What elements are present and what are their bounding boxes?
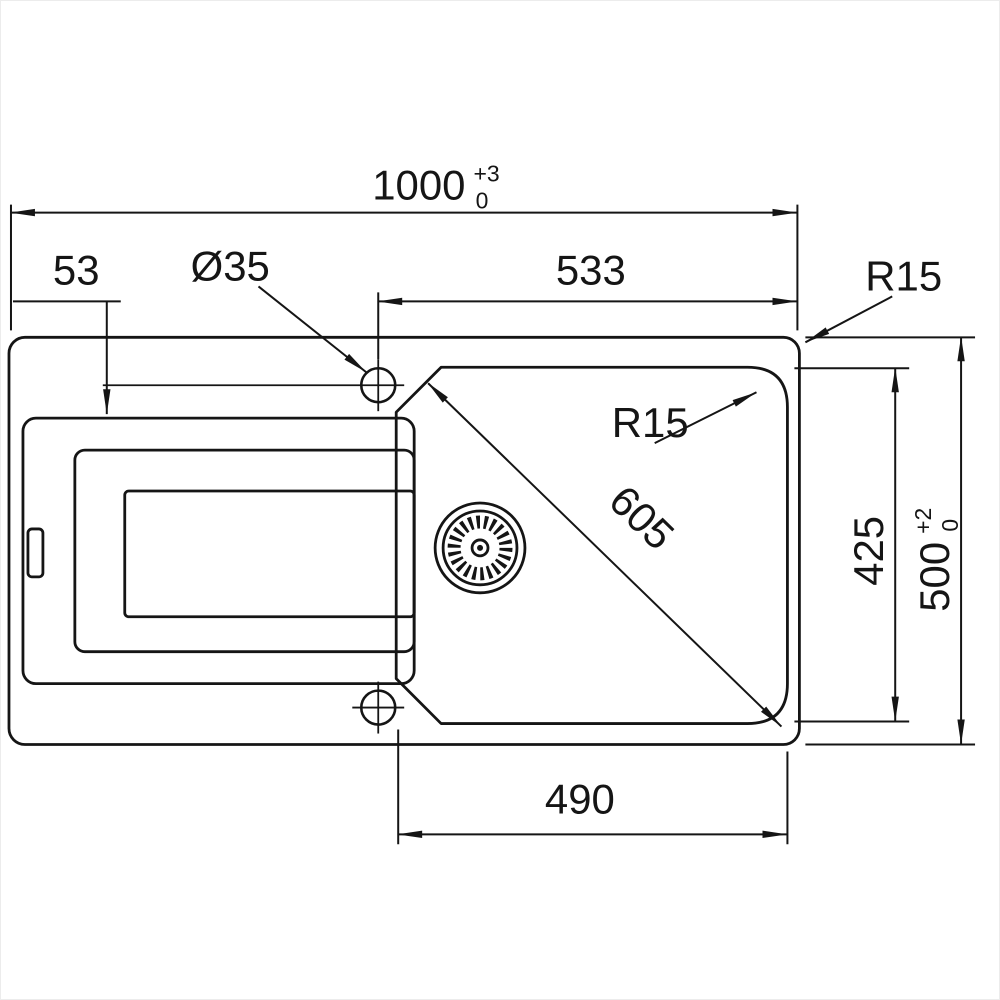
drain-center-dot xyxy=(477,544,484,551)
dim-overall-depth: 500+20 xyxy=(805,336,976,746)
dim-tap-offset: 53 xyxy=(12,246,121,415)
dim-tap-hole-label: Ø35 xyxy=(191,242,270,289)
overflow-slot xyxy=(26,527,45,579)
dim-bowl-depth-label: 425 xyxy=(845,516,892,586)
dim-bowl-diagonal-line xyxy=(427,382,783,728)
dim-bowl-width-label: 490 xyxy=(545,775,615,822)
tap-hole-top xyxy=(102,359,405,412)
tap-hole-bottom xyxy=(352,681,405,734)
dim-outer-radius-leader xyxy=(804,295,893,344)
dim-tap-to-edge: 533 xyxy=(377,246,798,360)
drainer-board xyxy=(21,416,416,686)
dim-outer-radius-label: R15 xyxy=(865,252,942,299)
sink-outline xyxy=(7,335,801,746)
dim-bowl-diagonal-label: 605 xyxy=(600,476,683,558)
drain xyxy=(433,501,527,595)
dim-outer-radius: R15 xyxy=(804,252,942,344)
dim-tap-offset-label: 53 xyxy=(53,246,100,293)
dim-tap-hole-leader xyxy=(257,285,367,374)
dim-bowl-radius: R15 xyxy=(612,391,757,446)
dim-bowl-width: 490 xyxy=(397,729,789,845)
dim-bowl-radius-label: R15 xyxy=(612,399,689,446)
dim-tap-hole-diameter: Ø35 xyxy=(191,242,367,374)
dim-overall-depth-label: 500+20 xyxy=(910,508,963,612)
dim-bowl-depth: 425 xyxy=(794,367,910,723)
drainer-outline-outer xyxy=(21,416,416,686)
drainer-outline-inner xyxy=(123,489,416,619)
dim-tap-to-edge-label: 533 xyxy=(556,246,626,293)
